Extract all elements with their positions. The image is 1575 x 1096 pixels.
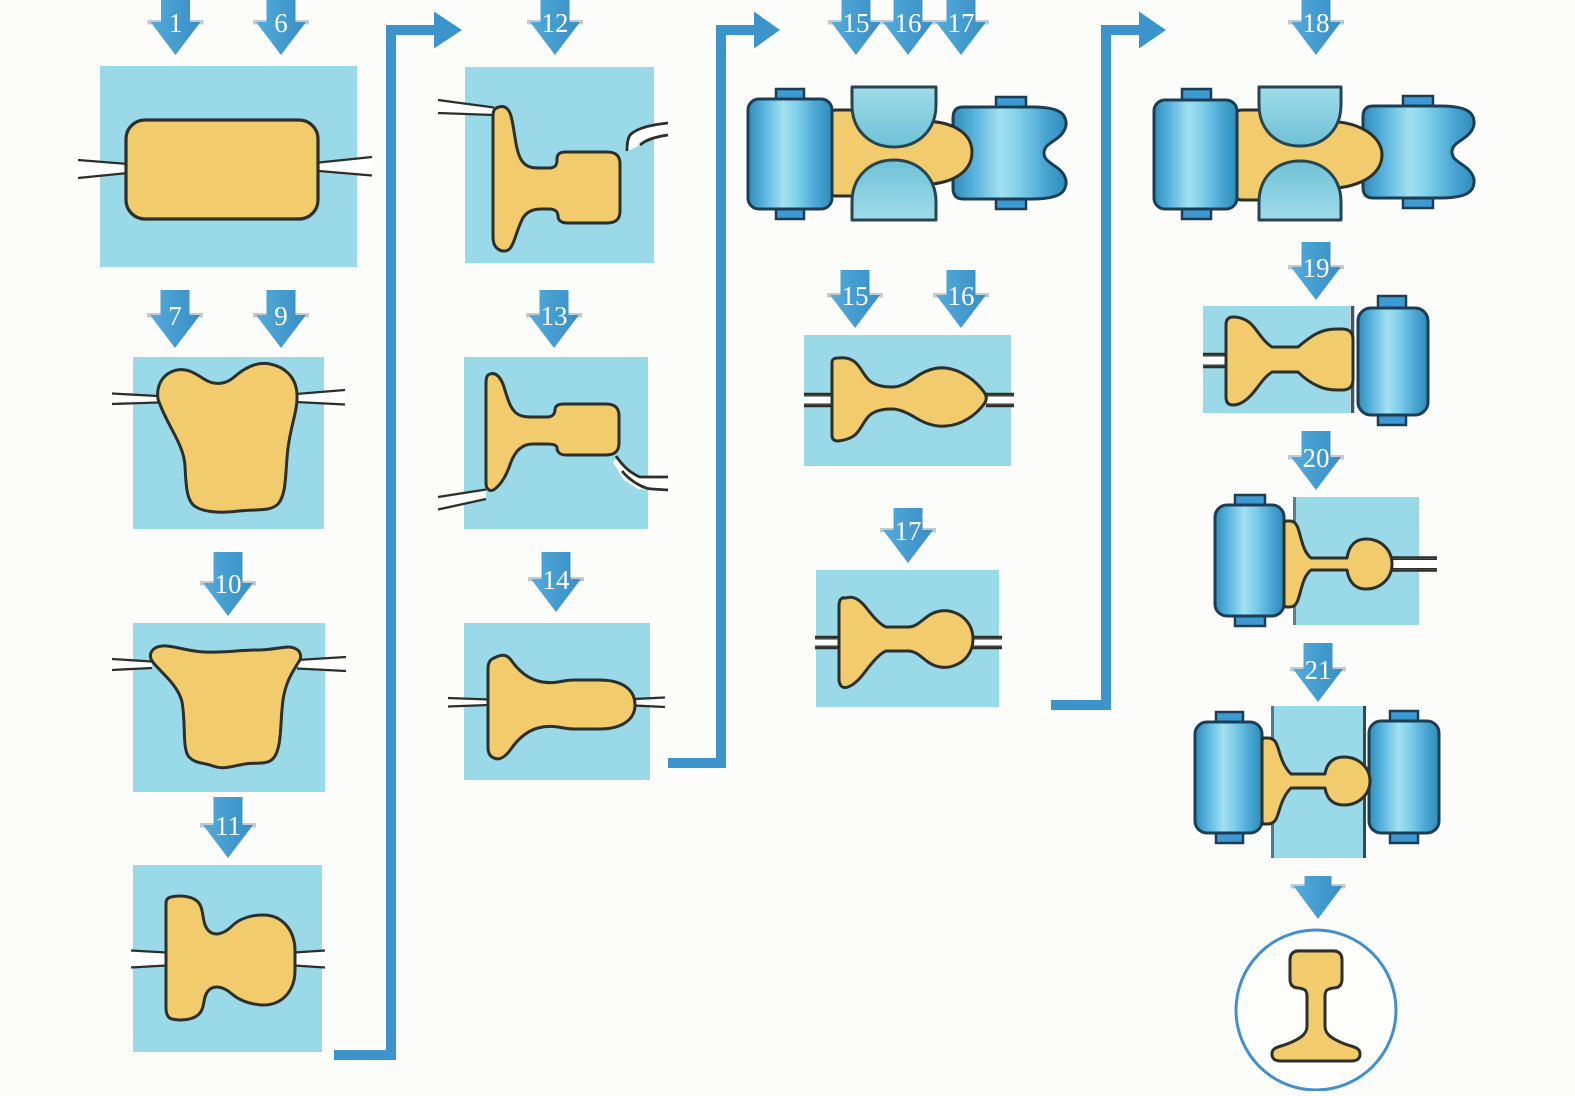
- svg-text:17: 17: [948, 8, 975, 38]
- svg-text:18: 18: [1303, 8, 1330, 38]
- svg-text:15: 15: [842, 281, 869, 311]
- svg-text:16: 16: [948, 281, 975, 311]
- svg-text:15: 15: [843, 8, 870, 38]
- svg-text:6: 6: [274, 8, 288, 38]
- svg-text:14: 14: [543, 565, 571, 595]
- svg-text:13: 13: [541, 301, 568, 331]
- svg-text:10: 10: [215, 569, 242, 599]
- svg-text:20: 20: [1303, 443, 1330, 473]
- svg-text:17: 17: [895, 516, 922, 546]
- svg-text:21: 21: [1305, 655, 1332, 685]
- svg-text:9: 9: [274, 301, 288, 331]
- svg-text:19: 19: [1303, 253, 1330, 283]
- svg-text:12: 12: [542, 8, 569, 38]
- svg-text:16: 16: [895, 8, 922, 38]
- svg-text:1: 1: [169, 8, 183, 38]
- svg-text:7: 7: [168, 301, 182, 331]
- svg-text:11: 11: [215, 811, 241, 841]
